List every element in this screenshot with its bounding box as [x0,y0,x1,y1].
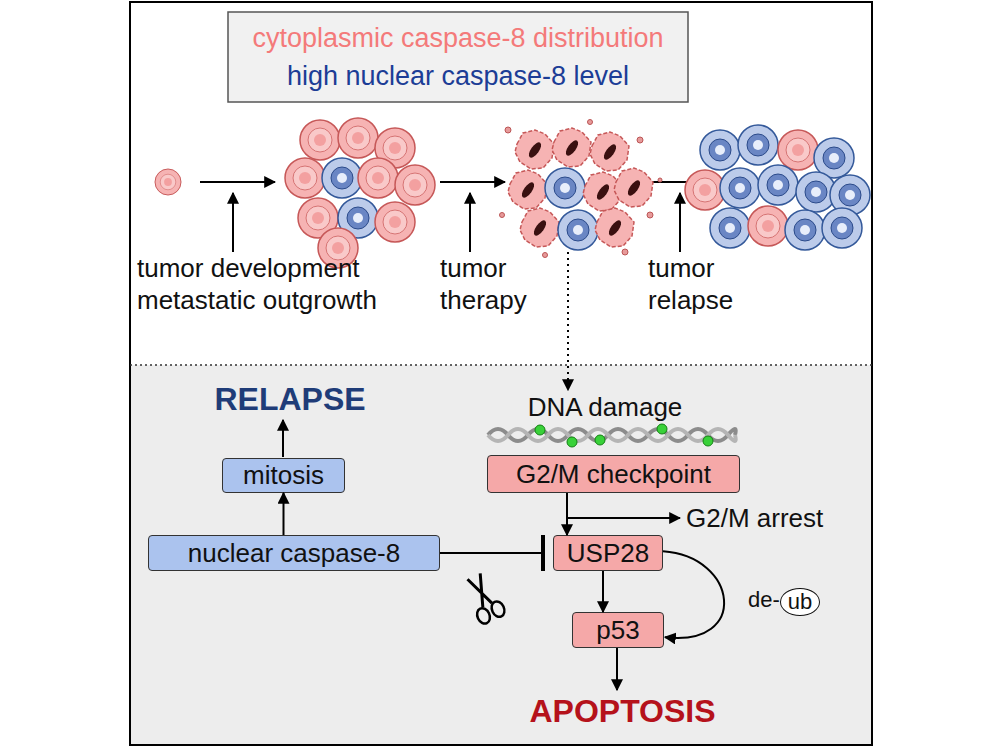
process-box: mitosis [222,458,345,493]
node-text: ub [788,589,812,615]
process-box: nuclear caspase-8 [148,535,440,571]
legend-swatch: high nuclear caspase-8 level [287,61,629,91]
legend-entry: high nuclear caspase-8 level [287,57,629,95]
legend: cytoplasmic caspase-8 distribution high n… [228,12,688,102]
arrow-connector [602,571,604,612]
node-text: p53 [596,615,639,646]
process-box: p53 [572,612,664,648]
event-label: DNA damage [495,391,715,423]
event-label: G2/M arrest [686,502,823,534]
legend-text: cytoplasmic caspase-8 distribution [252,23,663,53]
outcome-label: APOPTOSIS [505,692,740,730]
stage-label: tumor therapy [440,252,545,316]
arrow-connector [283,493,285,535]
outcome-label: RELAPSE [190,380,390,418]
legend-text: high nuclear caspase-8 level [287,61,629,91]
process-box: USP28 [553,535,663,571]
process-box: G2/M checkpoint [487,455,740,493]
node-text: mitosis [243,460,324,491]
node-text: USP28 [567,538,649,569]
stage-label: tumor relapse [648,252,753,316]
modifier-label: de- [748,586,780,614]
legend-entry: cytoplasmic caspase-8 distribution [252,19,663,57]
ubiquitin-oval: ub [780,588,820,616]
arrow-connector [566,493,568,535]
inhibition-connector [440,552,543,554]
stage-label: tumor development metastatic outgrowth [137,252,437,316]
legend-swatch: cytoplasmic caspase-8 distribution [252,23,663,53]
node-text: G2/M checkpoint [516,459,711,490]
node-text: nuclear caspase-8 [188,538,400,569]
arrow-connector [663,551,724,638]
